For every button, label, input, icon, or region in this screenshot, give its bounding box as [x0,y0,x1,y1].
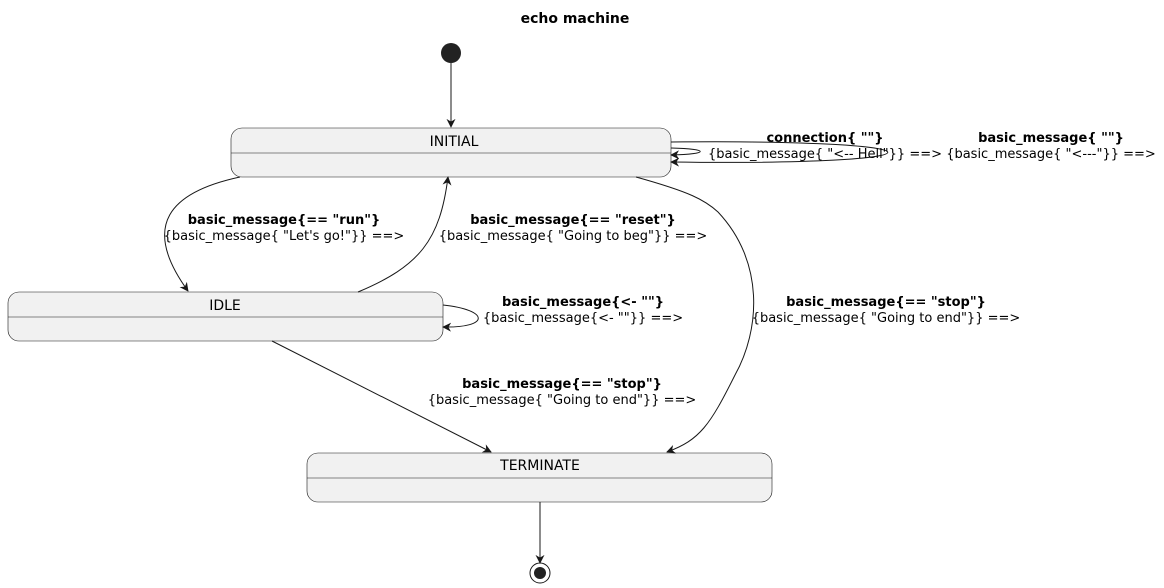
label-initial-self-connection: connection{ ""} {basic_message{ "<-- Hel… [708,131,942,162]
label-action: {basic_message{ "Going to end"}} ==> [428,393,697,408]
edge-initial-to-idle [164,176,241,292]
edge-initial-self-connection [670,147,701,160]
diagram-title: echo machine [521,11,630,27]
label-action: {basic_message{ "Going to end"}} ==> [752,311,1021,326]
label-trigger: basic_message{<- ""} [502,295,664,310]
label-idle-to-initial: basic_message{== "reset"} {basic_message… [439,213,708,244]
end-node [529,562,551,584]
label-trigger: basic_message{== "stop"} [786,295,986,310]
label-trigger: basic_message{ ""} [978,131,1124,146]
label-initial-to-terminate: basic_message{== "stop"} {basic_message{… [752,295,1021,326]
start-node [441,43,461,63]
state-terminate[interactable]: TERMINATE [306,452,773,503]
label-idle-to-terminate: basic_message{== "stop"} {basic_message{… [428,377,697,408]
label-trigger: connection{ ""} [766,131,883,146]
label-action: {basic_message{ "Going to beg"}} ==> [439,229,708,244]
label-initial-to-idle: basic_message{== "run"} {basic_message{ … [164,213,405,244]
state-idle[interactable]: IDLE [7,291,444,342]
state-initial-name: INITIAL [430,134,479,150]
state-initial[interactable]: INITIAL [230,127,672,178]
state-idle-name: IDLE [209,298,241,314]
edge-idle-to-initial [357,176,452,293]
edge-initial-to-terminate [635,176,755,454]
label-action: {basic_message{ "Let's go!"}} ==> [164,229,405,244]
label-action: {basic_message{<- ""}} ==> [483,311,683,326]
label-trigger: basic_message{== "run"} [188,213,381,228]
state-terminate-name: TERMINATE [499,458,580,474]
label-trigger: basic_message{== "stop"} [462,377,662,392]
label-trigger: basic_message{== "reset"} [470,213,676,228]
edge-idle-to-terminate [271,340,492,453]
label-action: {basic_message{ "<-- Hell"}} ==> [708,147,942,162]
label-action: {basic_message{ "<---"}} ==> [946,147,1156,162]
edge-idle-self [442,304,479,332]
label-idle-self: basic_message{<- ""} {basic_message{<- "… [483,295,683,326]
label-initial-self-message: basic_message{ ""} {basic_message{ "<---… [946,131,1156,162]
edge-initial-self-message [670,141,888,167]
